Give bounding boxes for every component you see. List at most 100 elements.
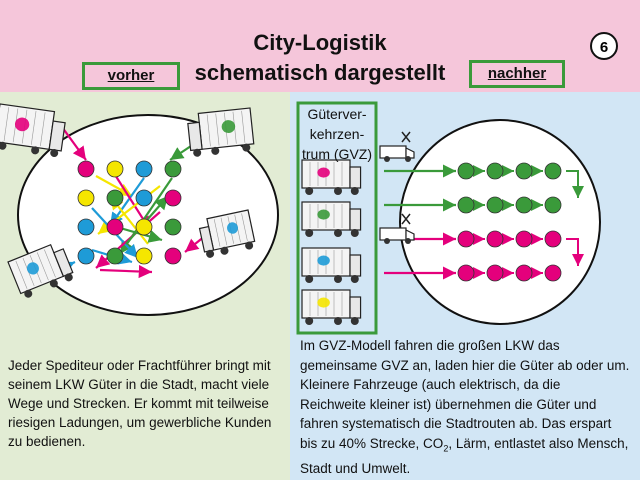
wheel <box>350 187 359 195</box>
page-title: City-Logistik <box>253 30 387 55</box>
city-after-ellipse <box>399 119 601 325</box>
co2-subscript: 2 <box>443 443 449 454</box>
truck-icon <box>198 209 256 258</box>
wheel <box>49 279 58 288</box>
e-van-icon <box>379 213 415 244</box>
truck-icon <box>0 103 66 158</box>
van-cab <box>405 229 415 241</box>
delivery-point-green <box>544 196 562 214</box>
wheel <box>334 317 342 325</box>
plug-icon <box>401 131 411 143</box>
wheel <box>405 156 411 162</box>
plug-icon <box>401 213 411 225</box>
truck-rib <box>31 111 37 145</box>
delivery-point-green <box>544 162 562 180</box>
truck-cab <box>349 296 362 319</box>
truck-cab <box>187 121 203 152</box>
van-icon <box>379 131 415 162</box>
truck-rib <box>36 252 49 281</box>
route-arrow-green <box>566 170 584 198</box>
truck-rib <box>241 213 248 241</box>
route-arrow-magenta <box>566 238 584 266</box>
delivery-point-magenta <box>106 218 124 236</box>
page-subtitle: schematisch dargestellt <box>194 60 446 85</box>
wheel <box>0 141 7 150</box>
truck-icon <box>187 107 255 157</box>
delivery-point-cyan <box>77 247 95 265</box>
wheel <box>305 275 314 283</box>
delivery-point-magenta <box>544 230 562 248</box>
delivery-point-cyan <box>77 218 95 236</box>
truck-cab <box>349 208 362 231</box>
truck-icon <box>301 201 362 237</box>
wheel <box>405 238 411 244</box>
delivery-point-magenta <box>77 160 95 178</box>
route-arrow-cyan <box>109 177 145 227</box>
truck-rib <box>220 217 228 246</box>
delivery-point-magenta <box>457 264 475 282</box>
truck-rib <box>206 114 211 147</box>
gvz-box <box>296 101 378 335</box>
delivery-point-magenta <box>515 230 533 248</box>
cargo-yellow <box>317 297 330 308</box>
cargo-green <box>221 120 236 134</box>
delivery-point-yellow <box>77 189 95 207</box>
van-cab <box>405 147 415 159</box>
wheel <box>384 156 390 162</box>
before-delivery-points <box>77 160 182 265</box>
before-label: vorher <box>82 62 180 90</box>
gvz-label-line: kehrzen- <box>309 126 365 142</box>
delivery-point-yellow <box>106 160 124 178</box>
delivery-point-green <box>486 162 504 180</box>
gvz-label-line: Güterver- <box>307 106 367 122</box>
wheel <box>24 289 33 298</box>
delivery-point-green <box>457 162 475 180</box>
delivery-point-magenta <box>457 230 475 248</box>
delivery-point-magenta <box>164 189 182 207</box>
wheel <box>305 317 314 325</box>
delivery-point-yellow <box>135 247 153 265</box>
wheel <box>350 317 359 325</box>
wheel <box>334 275 342 283</box>
delivery-point-cyan <box>135 160 153 178</box>
wheel <box>220 246 229 255</box>
wheel <box>242 143 251 152</box>
wheel <box>50 149 59 158</box>
cargo-cyan <box>227 222 238 234</box>
wheel <box>334 229 342 237</box>
wheel <box>64 273 73 282</box>
after-label: nachher <box>469 60 565 88</box>
cargo-magenta <box>14 117 30 132</box>
before-description: Jeder Spediteur oder Frachtführer bringt… <box>8 358 272 449</box>
delivery-point-green <box>164 218 182 236</box>
delivery-point-magenta <box>515 264 533 282</box>
wheel <box>350 275 359 283</box>
trucks <box>0 103 362 325</box>
truck-rib <box>213 219 221 247</box>
delivery-point-yellow <box>135 218 153 236</box>
truck-rib <box>44 249 56 278</box>
delivery-point-magenta <box>164 247 182 265</box>
truck-icon <box>301 247 362 283</box>
after-routes <box>384 164 584 280</box>
gvz-label-line: trum (GVZ) <box>302 146 372 162</box>
after-description-part2: , Lärm, entlastet also Mensch, Stadt und… <box>300 435 629 476</box>
truck-cab <box>349 166 362 189</box>
delivery-point-magenta <box>486 230 504 248</box>
truck-rib <box>15 260 28 289</box>
truck-rib <box>215 113 220 146</box>
delivery-point-green <box>515 196 533 214</box>
truck-rib <box>3 107 10 141</box>
wheel <box>31 146 40 155</box>
vans <box>379 131 415 244</box>
cargo-green <box>317 209 330 220</box>
route-arrow-magenta <box>99 264 153 279</box>
after-description: Im GVZ-Modell fahren die großen LKW das … <box>300 336 630 478</box>
wheel <box>384 238 390 244</box>
cargo-magenta <box>317 167 330 178</box>
delivery-point-green <box>515 162 533 180</box>
wheel <box>350 229 359 237</box>
cargo-cyan <box>317 255 330 266</box>
truck-cab <box>349 254 362 277</box>
